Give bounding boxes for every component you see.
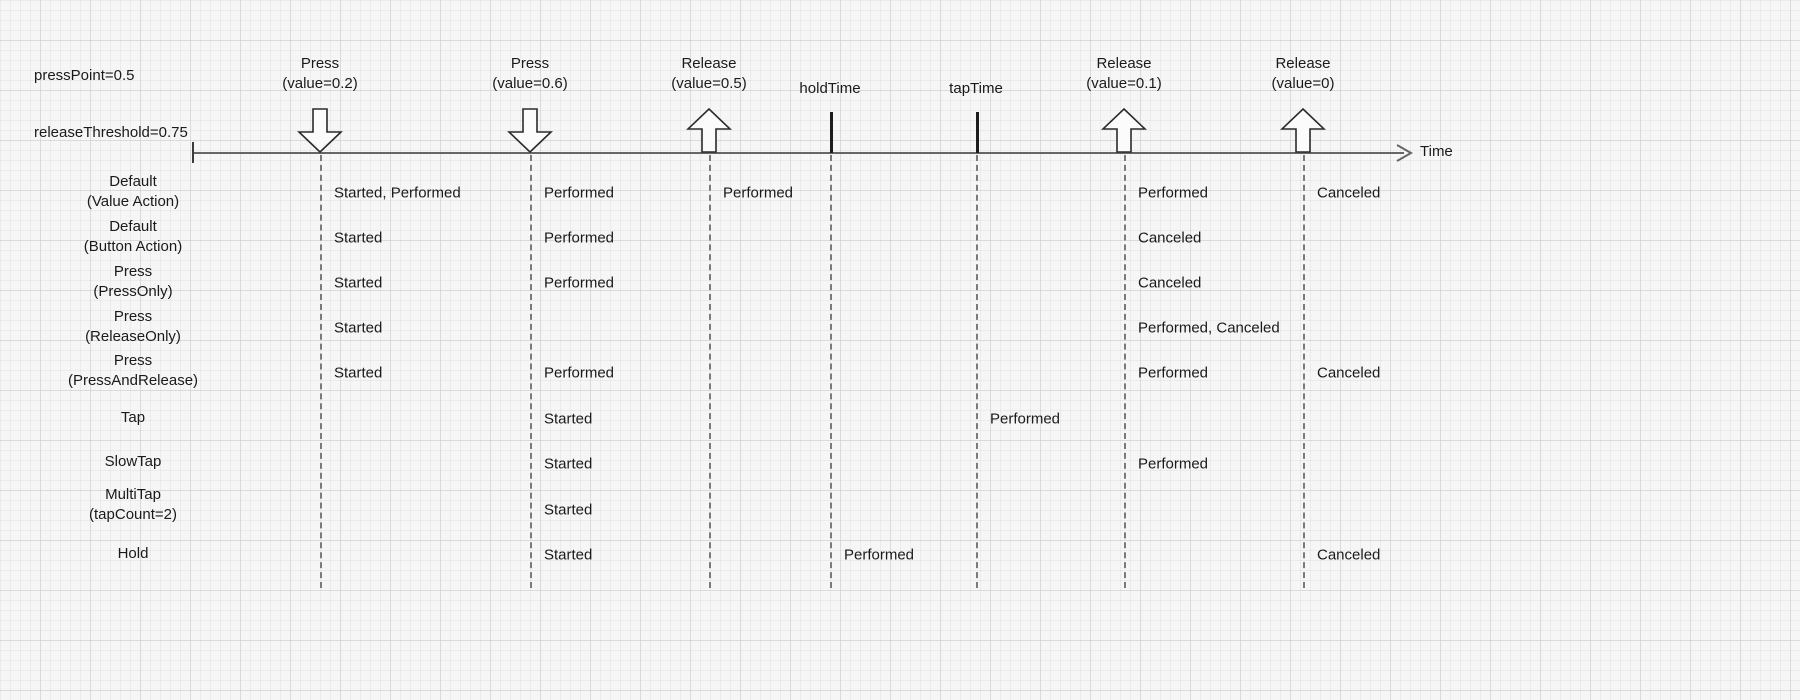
row-label-line2: (Value Action) bbox=[86, 193, 180, 210]
event-label-line1: Release bbox=[681, 55, 737, 72]
event-label-line2: (value=0.2) bbox=[282, 75, 358, 92]
cell-press-pressonly-release2: Canceled bbox=[1138, 274, 1202, 292]
arrow-down-icon bbox=[507, 108, 553, 154]
cell-multitap-press2: Started bbox=[544, 501, 593, 519]
cell-default-value-action-release3: Canceled bbox=[1317, 184, 1381, 202]
event-column-release2 bbox=[1124, 155, 1126, 588]
cell-press-pressonly-press2: Performed bbox=[544, 274, 615, 292]
cell-press-releaseonly-release2: Performed, Canceled bbox=[1138, 319, 1280, 337]
arrow-up-icon bbox=[686, 108, 732, 153]
release-threshold-note: releaseThreshold=0.75 bbox=[34, 124, 188, 141]
parameters-note: pressPoint=0.5 releaseThreshold=0.75 bbox=[34, 28, 188, 180]
event-column-press1 bbox=[320, 155, 322, 588]
event-label-release1: Release (value=0.5) bbox=[671, 54, 746, 94]
time-tick-taptime bbox=[976, 112, 979, 153]
cell-press-releaseonly-press1: Started bbox=[334, 319, 383, 337]
row-label-default-value-action: Default (Value Action) bbox=[87, 172, 179, 212]
cell-default-value-action-release1: Performed bbox=[723, 184, 794, 202]
cell-tap-press2: Started bbox=[544, 410, 593, 428]
cell-press-pressandrelease-release2: Performed bbox=[1138, 364, 1209, 382]
row-label-line1: Default bbox=[109, 218, 157, 235]
row-label-line1: MultiTap bbox=[105, 486, 161, 503]
row-label-slowtap: SlowTap bbox=[105, 452, 162, 472]
event-label-line1: Press bbox=[300, 55, 340, 72]
time-axis-start-cap bbox=[192, 142, 194, 163]
row-label-line2: (tapCount=2) bbox=[89, 506, 177, 523]
row-label-default-button-action: Default (Button Action) bbox=[84, 217, 182, 257]
cell-default-button-action-press2: Performed bbox=[544, 229, 615, 247]
cell-default-value-action-press2: Performed bbox=[544, 184, 615, 202]
row-label-line2: (PressAndRelease) bbox=[67, 372, 199, 389]
row-label-tap: Tap bbox=[121, 408, 145, 428]
event-label-line2: (value=0.1) bbox=[1086, 75, 1162, 92]
event-label-line1: Press bbox=[510, 55, 550, 72]
cell-press-pressandrelease-press2: Performed bbox=[544, 364, 615, 382]
row-label-line1: SlowTap bbox=[104, 453, 162, 470]
event-label-line1: Release bbox=[1096, 55, 1152, 72]
time-axis-label: Time bbox=[1420, 143, 1453, 160]
cell-hold-release3: Canceled bbox=[1317, 546, 1381, 564]
row-label-hold: Hold bbox=[118, 544, 149, 564]
event-column-holdtime bbox=[830, 155, 832, 588]
row-label-press-pressonly: Press (PressOnly) bbox=[93, 262, 172, 302]
cell-press-pressandrelease-release3: Canceled bbox=[1317, 364, 1381, 382]
cell-slowtap-press2: Started bbox=[544, 455, 593, 473]
cell-hold-holdtime: Performed bbox=[844, 546, 915, 564]
event-label-line2: (value=0) bbox=[1271, 75, 1335, 92]
row-label-line1: Press bbox=[113, 308, 153, 325]
cell-default-button-action-release2: Canceled bbox=[1138, 229, 1202, 247]
event-column-release3 bbox=[1303, 155, 1305, 588]
event-label-line2: (value=0.6) bbox=[492, 75, 568, 92]
event-column-taptime bbox=[976, 155, 978, 588]
press-point-note: pressPoint=0.5 bbox=[34, 67, 135, 84]
cell-slowtap-release2: Performed bbox=[1138, 455, 1209, 473]
event-label-holdtime: holdTime bbox=[799, 79, 860, 99]
row-label-press-releaseonly: Press (ReleaseOnly) bbox=[85, 307, 181, 347]
cell-press-pressandrelease-press1: Started bbox=[334, 364, 383, 382]
event-label-press1: Press (value=0.2) bbox=[282, 54, 357, 94]
event-label-line1: Release bbox=[1275, 55, 1331, 72]
cell-hold-press2: Started bbox=[544, 546, 593, 564]
row-label-line2: (Button Action) bbox=[83, 238, 183, 255]
row-label-line1: Default bbox=[109, 173, 157, 190]
row-label-multitap: MultiTap (tapCount=2) bbox=[89, 485, 177, 525]
cell-press-pressonly-press1: Started bbox=[334, 274, 383, 292]
event-label-line1: tapTime bbox=[949, 80, 1003, 97]
row-label-press-pressandrelease: Press (PressAndRelease) bbox=[68, 351, 198, 391]
arrow-down-icon bbox=[297, 108, 343, 154]
event-column-release1 bbox=[709, 155, 711, 588]
time-tick-holdtime bbox=[830, 112, 833, 153]
event-label-press2: Press (value=0.6) bbox=[492, 54, 567, 94]
cell-default-button-action-press1: Started bbox=[334, 229, 383, 247]
time-axis-line bbox=[192, 152, 1404, 154]
event-label-line1: holdTime bbox=[799, 80, 861, 97]
cell-tap-taptime: Performed bbox=[990, 410, 1061, 428]
event-label-taptime: tapTime bbox=[949, 79, 1003, 99]
row-label-line1: Tap bbox=[120, 409, 146, 426]
row-label-line2: (PressOnly) bbox=[93, 283, 173, 300]
arrow-up-icon bbox=[1101, 108, 1147, 153]
cell-default-value-action-press1: Started, Performed bbox=[334, 184, 461, 202]
row-label-line1: Hold bbox=[117, 545, 149, 562]
event-label-release3: Release (value=0) bbox=[1272, 54, 1335, 94]
row-label-line1: Press bbox=[113, 352, 153, 369]
time-axis-arrowhead bbox=[1396, 144, 1414, 162]
event-label-line2: (value=0.5) bbox=[671, 75, 747, 92]
row-label-line1: Press bbox=[113, 263, 153, 280]
event-label-release2: Release (value=0.1) bbox=[1086, 54, 1161, 94]
row-label-line2: (ReleaseOnly) bbox=[85, 328, 181, 345]
cell-default-value-action-release2: Performed bbox=[1138, 184, 1209, 202]
event-column-press2 bbox=[530, 155, 532, 588]
arrow-up-icon bbox=[1280, 108, 1326, 153]
